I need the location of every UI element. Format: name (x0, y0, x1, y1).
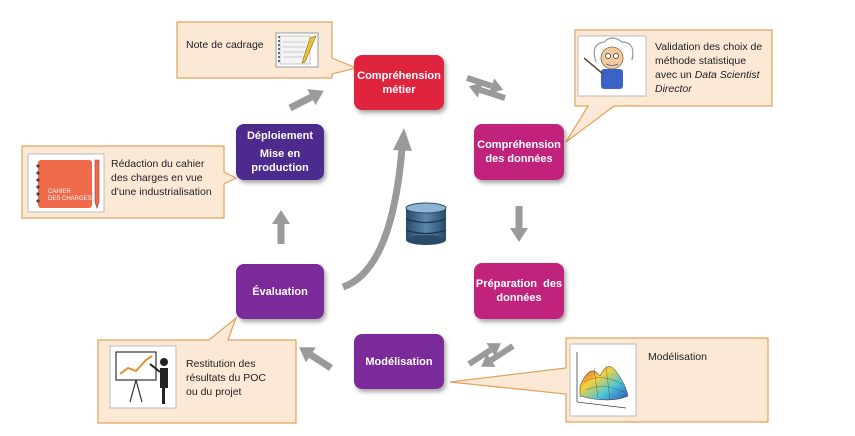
notebook-pencil-icon (275, 32, 319, 68)
arrow-evaluation-to-deploiement (272, 210, 290, 244)
database-icon (405, 202, 447, 245)
node-preparation-donnees-line2: données (496, 292, 542, 304)
node-comprehension-donnees-line1: Compréhension (477, 139, 561, 151)
node-comprehension-donnees: Compréhension des données (474, 124, 564, 180)
node-evaluation: Évaluation (236, 264, 324, 319)
node-deploiement-line2: Mise en (259, 148, 301, 160)
node-deploiement-line1: Déploiement (246, 130, 313, 142)
validation-line3: avec un Data Scientist (655, 68, 770, 82)
note-cadrage-text: Note de cadrage (186, 38, 276, 52)
node-deploiement-line3: production (251, 162, 309, 174)
validation-line1: Validation des choix de (655, 41, 763, 53)
node-preparation-donnees: Préparation des données (474, 263, 564, 319)
node-comprehension-donnees-line2: des données (485, 153, 553, 165)
arrow-modelisation-to-preparation (467, 343, 501, 367)
presenter-chart-icon (109, 345, 177, 409)
redaction-line2: des charges en vue (111, 172, 203, 184)
restitution-line2: résultats du POC (186, 372, 266, 384)
validation-text: Validation des choix de méthode statisti… (655, 40, 770, 96)
redaction-line3: d'une industrialisation (111, 186, 212, 198)
validation-line2: méthode statistique (655, 55, 747, 67)
validation-line3-prefix: avec un (655, 69, 695, 81)
cahier-text-2: DES CHARGES (48, 196, 92, 202)
node-modelisation: Modélisation (354, 334, 444, 389)
arrow-donnees-to-metier (468, 82, 506, 101)
arrow-donnees-to-preparation (510, 206, 528, 242)
scientist-cartoon-icon (577, 35, 647, 97)
validation-line4: Director (655, 82, 770, 96)
note-cadrage-label: Note de cadrage (186, 39, 264, 51)
arrow-evaluation-to-metier (341, 147, 406, 291)
arrow-evaluation-to-metier-head (393, 128, 412, 151)
redaction-text: Rédaction du cahier des charges en vue d… (111, 157, 226, 199)
node-evaluation-label: Évaluation (252, 285, 308, 298)
arrow-metier-to-donnees (466, 75, 504, 94)
cycle-arrows (272, 75, 528, 371)
arrow-modelisation-to-evaluation (299, 347, 333, 371)
modelisation-note-text: Modélisation (648, 350, 758, 364)
validation-line4-italic: Director (655, 83, 692, 95)
redaction-line1: Rédaction du cahier (111, 158, 205, 170)
arrow-deploiement-to-metier (288, 89, 324, 112)
restitution-line1: Restitution des (186, 358, 256, 370)
restitution-line3: ou du projet (186, 386, 242, 398)
modelisation-note-label: Modélisation (648, 351, 707, 363)
node-modelisation-label: Modélisation (365, 355, 433, 368)
node-preparation-donnees-line1: Préparation des (475, 278, 563, 290)
cahier-des-charges-icon: CAHIER DES CHARGES (27, 153, 105, 213)
node-comprehension-metier-line2: métier (382, 83, 416, 96)
node-deploiement: Déploiement Mise en production (236, 124, 324, 180)
arrow-preparation-to-modelisation (481, 343, 515, 367)
validation-line3-italic: Data Scientist (694, 69, 760, 81)
node-comprehension-metier-line1: Compréhension (357, 69, 441, 82)
cahier-text-1: CAHIER (48, 189, 71, 195)
node-comprehension-metier: Compréhension métier (354, 55, 444, 110)
surface-plot-icon (569, 343, 637, 417)
restitution-text: Restitution des résultats du POC ou du p… (186, 357, 294, 399)
